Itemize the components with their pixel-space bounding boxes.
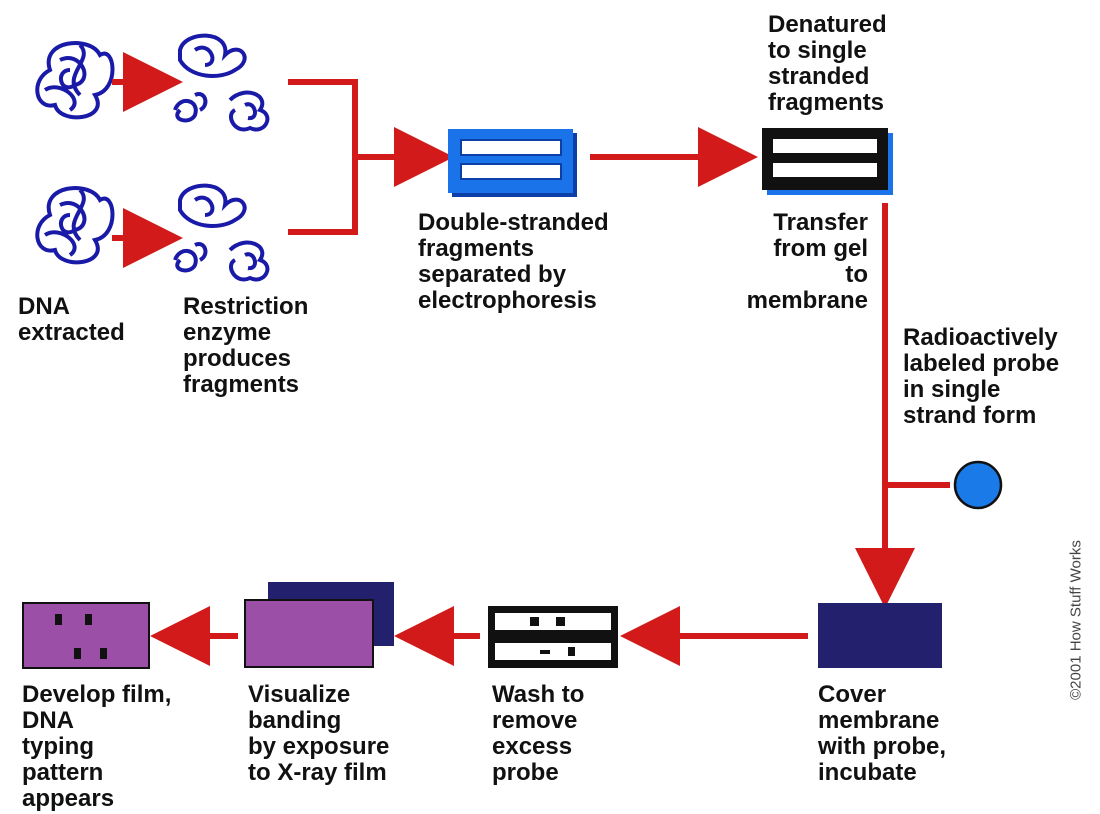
gel-box-icon [448,129,577,197]
copyright-notice: ©2001 How Stuff Works [1067,540,1085,700]
label-develop: Develop film, DNA typing pattern appears [22,681,172,812]
wash-box-icon [488,606,618,668]
label-cover-membrane: Cover membrane with probe, incubate [818,681,946,786]
probe-circle-icon [953,460,1003,510]
arrow-transfer-down [855,203,950,608]
membrane-icon [818,603,942,668]
label-double-stranded: Double-stranded fragments separated by e… [418,209,609,314]
label-probe: Radioactively labeled probe in single st… [903,324,1060,429]
label-dna-extracted: DNA extracted [18,293,125,346]
merge-connector [288,79,454,235]
label-denatured: Denatured to single stranded fragments [768,11,887,116]
denatured-gel-icon [762,128,893,195]
dna-tangle-icon [35,186,115,265]
dna-fragments-icon [173,183,270,282]
xray-film-icon [244,582,394,668]
dna-tangle-icon [35,41,115,120]
label-restriction-enzyme: Restriction enzyme produces fragments [183,293,309,398]
label-wash: Wash to remove excess probe [492,681,585,786]
label-visualize: Visualize banding by exposure to X-ray f… [248,681,390,786]
label-transfer: Transfer from gel to membrane [746,209,868,314]
developed-film-icon [22,602,150,669]
dna-fragments-icon [173,33,270,132]
